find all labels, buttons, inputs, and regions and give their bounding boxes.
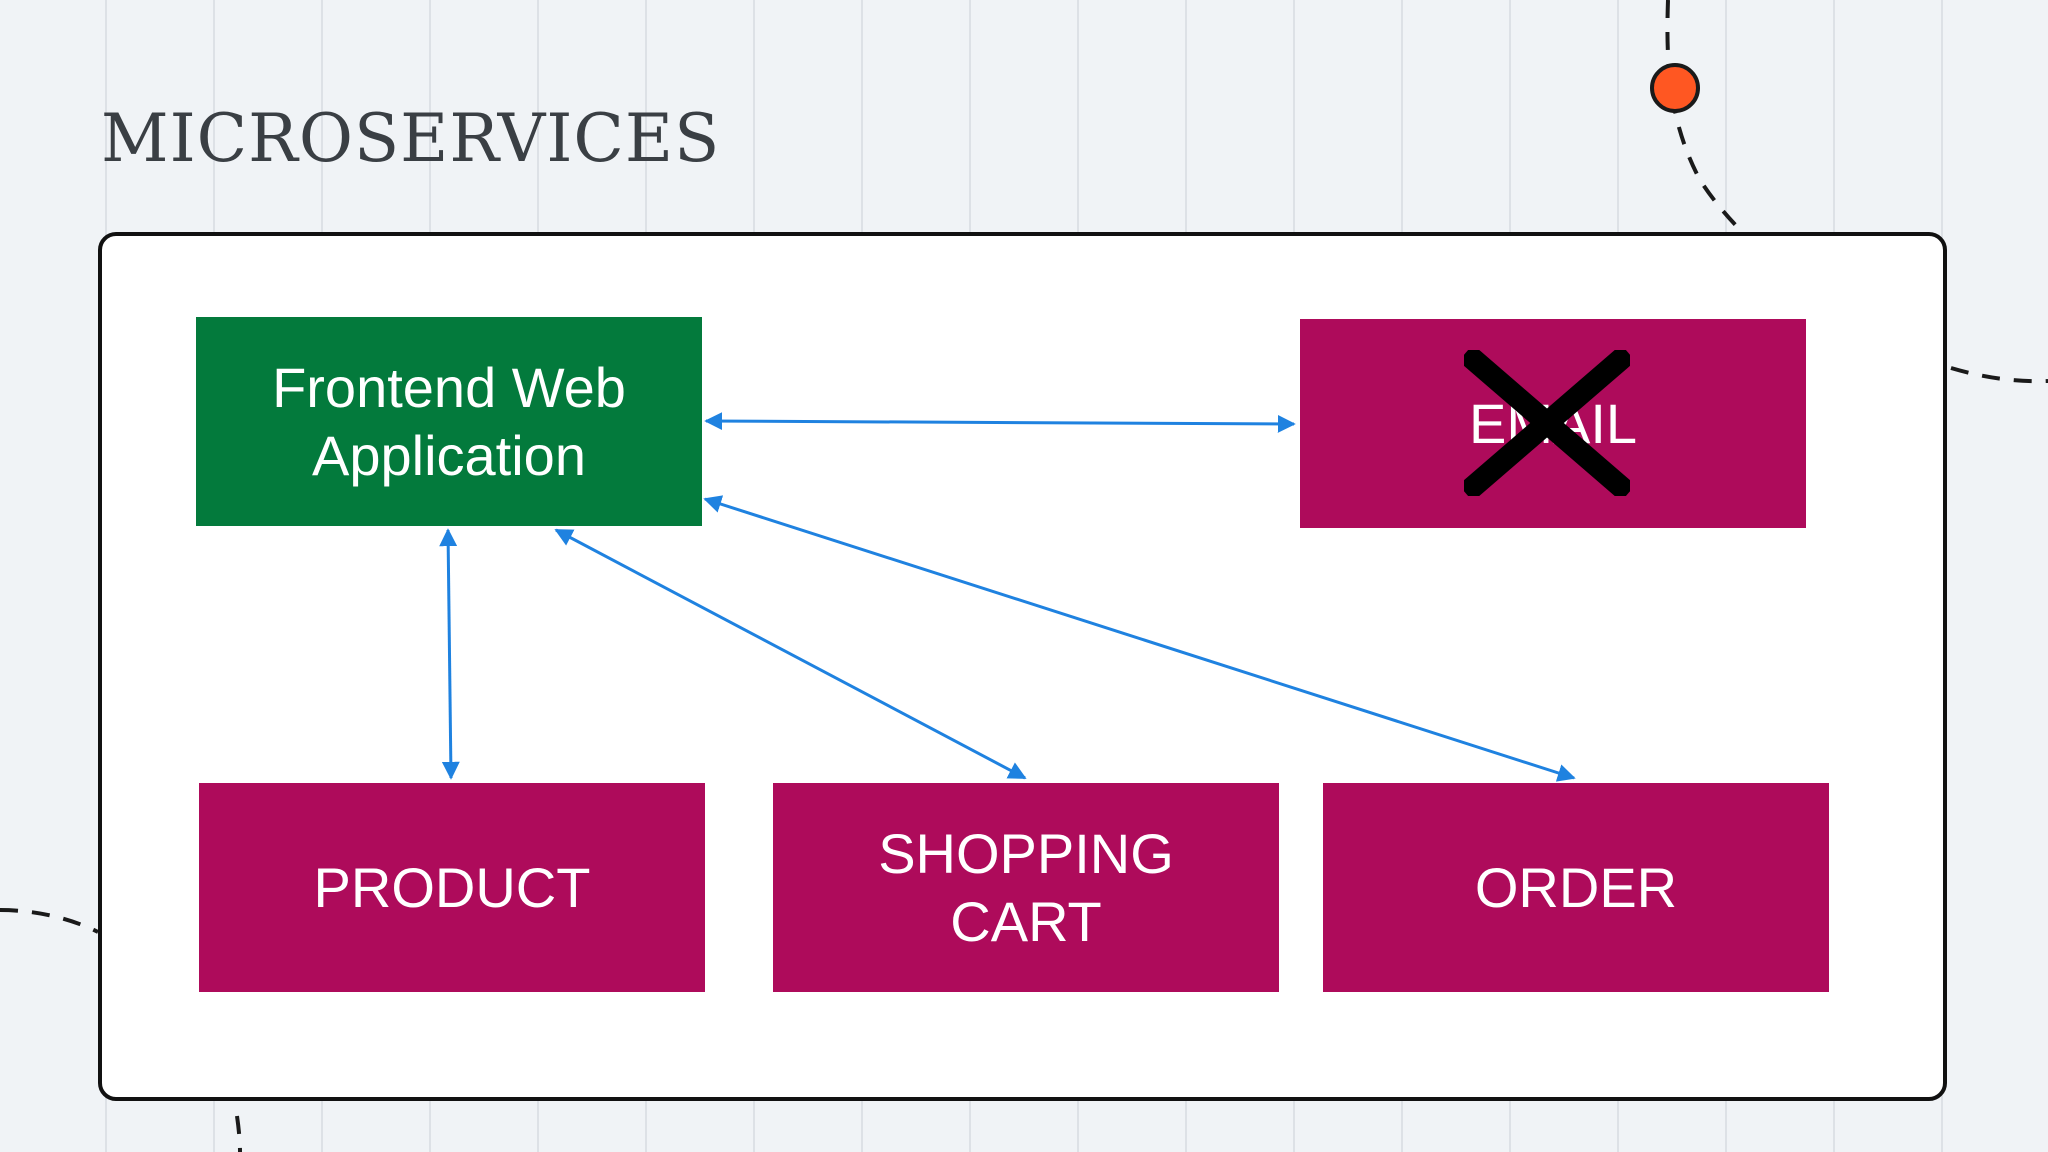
removed-x-icon (1464, 350, 1630, 496)
node-product-label: PRODUCT (313, 855, 591, 919)
node-shopping-cart-service[interactable]: SHOPPING CART (773, 783, 1279, 992)
accent-dot (1650, 63, 1700, 113)
dashed-curve-bottom (235, 1115, 242, 1152)
page-title: MICROSERVICES (101, 100, 721, 177)
node-order-service[interactable]: ORDER (1323, 783, 1829, 992)
node-frontend-label: Frontend Web Application (272, 355, 626, 487)
node-product-service[interactable]: PRODUCT (199, 783, 705, 992)
dashed-curve-right (1950, 366, 2048, 384)
node-frontend-web-application[interactable]: Frontend Web Application (196, 317, 702, 526)
node-order-label: ORDER (1474, 855, 1678, 919)
dashed-curve-top-right (1665, 0, 1752, 242)
node-shopping-cart-label: SHOPPING CART (878, 821, 1174, 953)
dashed-curve-left (0, 908, 99, 934)
